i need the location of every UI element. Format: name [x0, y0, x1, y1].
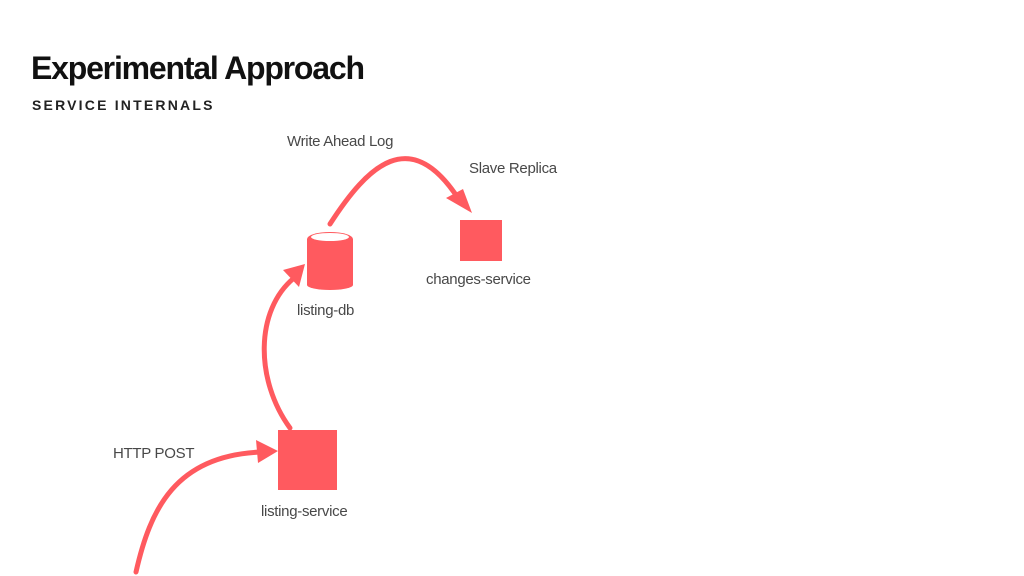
write-ahead-log-arrowhead [446, 189, 472, 213]
page-title: Experimental Approach [31, 50, 365, 86]
slave-replica-label: Slave Replica [469, 160, 557, 177]
changes-service-label: changes-service [426, 271, 531, 288]
page-subtitle: SERVICE INTERNALS [32, 97, 215, 113]
listing-service-node [278, 430, 337, 490]
listing-db-label: listing-db [297, 302, 355, 319]
service-to-db-arrowhead [283, 264, 305, 287]
http-post-arrow [133, 449, 265, 575]
http-post-label: HTTP POST [113, 445, 195, 462]
listing-db-cylinder-icon [307, 232, 353, 290]
write-ahead-log-arrow [327, 156, 461, 227]
listing-service-label: listing-service [261, 503, 348, 520]
write-ahead-log-label: Write Ahead Log [287, 133, 394, 150]
http-post-arrowhead [256, 440, 278, 463]
changes-service-node [460, 220, 502, 261]
service-to-db-arrow [261, 275, 297, 431]
